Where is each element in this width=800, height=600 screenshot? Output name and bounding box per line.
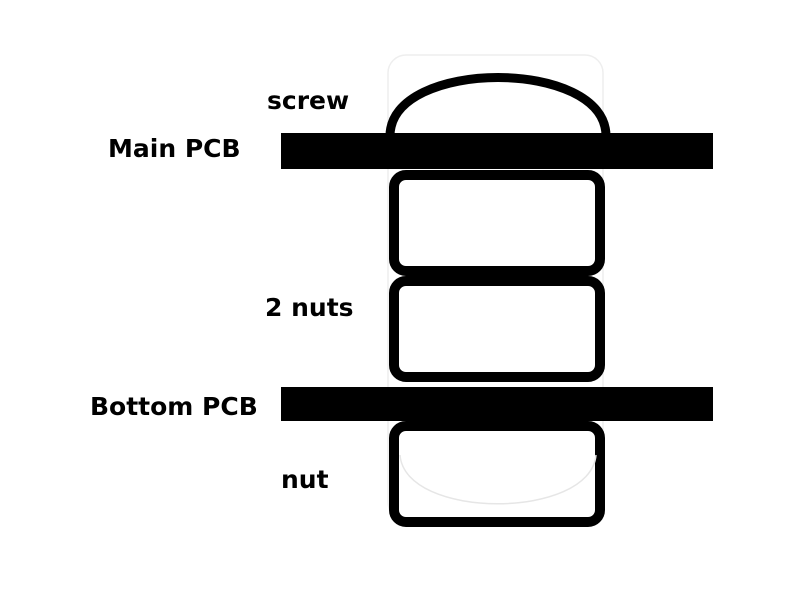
screw-tip-outline (399, 454, 597, 505)
label-main-pcb: Main PCB (108, 134, 241, 163)
label-bottom-pcb: Bottom PCB (90, 392, 258, 421)
label-nut: nut (281, 465, 329, 494)
screw-head (385, 73, 611, 137)
nut-upper (389, 170, 605, 276)
nut-bottom (389, 421, 605, 527)
nut-lower (389, 276, 605, 382)
main-pcb-board (281, 133, 713, 169)
bottom-pcb-board (281, 387, 713, 421)
label-screw: screw (267, 86, 350, 115)
label-two-nuts: 2 nuts (265, 293, 354, 322)
